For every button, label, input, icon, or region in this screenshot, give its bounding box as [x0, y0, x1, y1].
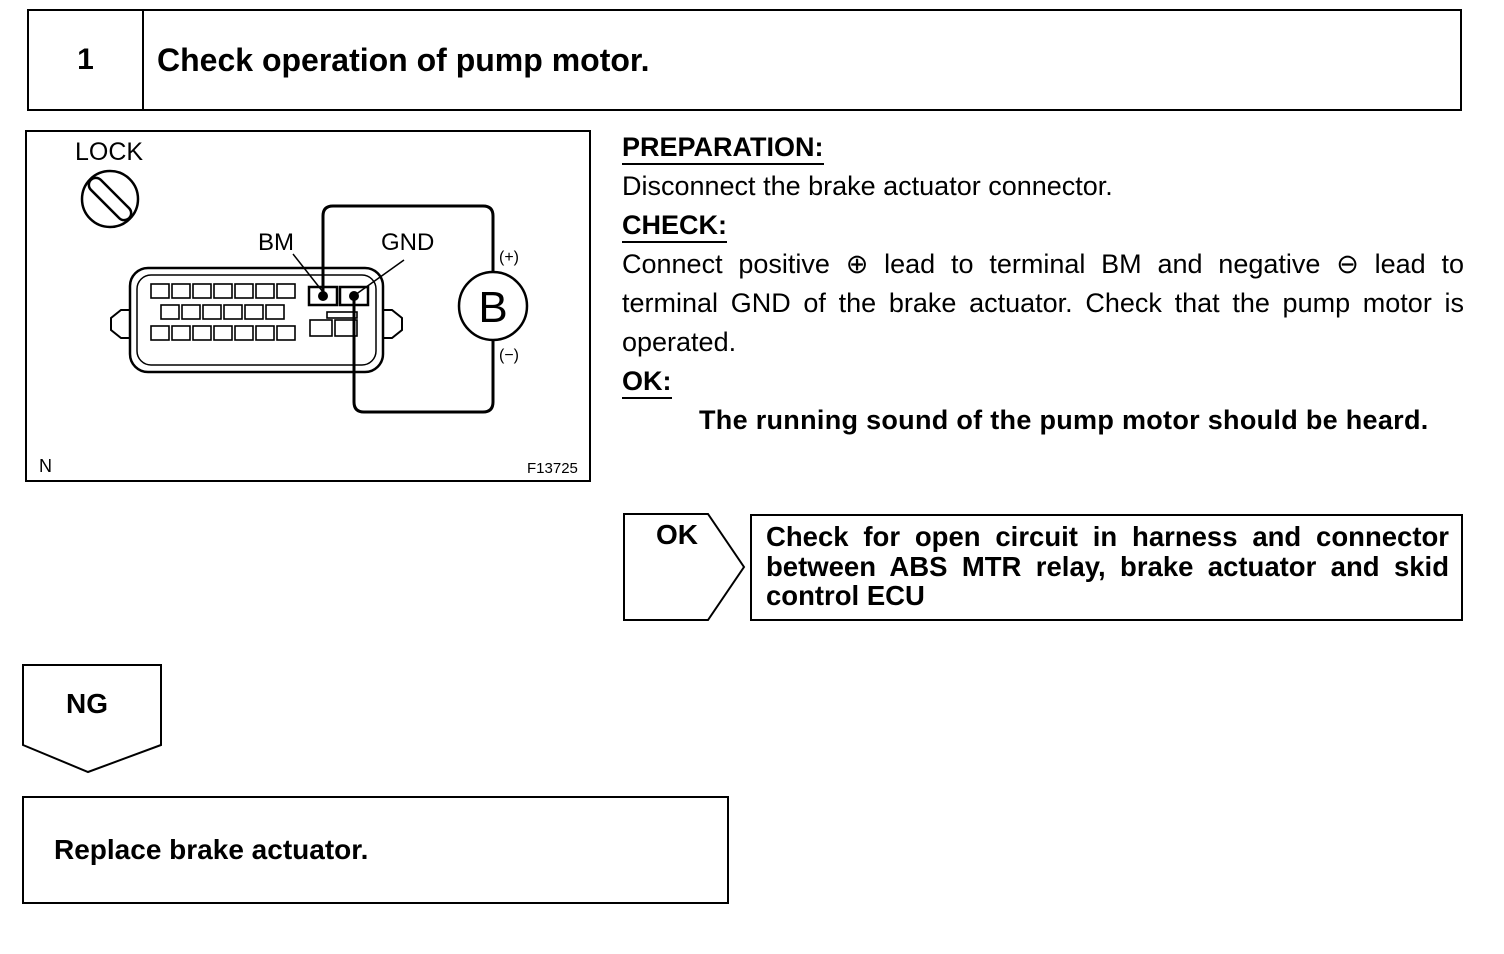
ng-result-box: Replace brake actuator. — [22, 796, 729, 904]
preparation-heading: PREPARATION: — [622, 131, 824, 165]
lock-label: LOCK — [75, 138, 143, 166]
step-header: 1 Check operation of pump motor. — [27, 9, 1462, 111]
battery-symbol: B — [457, 270, 529, 342]
battery-label: B — [478, 283, 507, 332]
ok-spec-heading: OK: — [622, 365, 672, 399]
procedure-text: PREPARATION: Disconnect the brake actuat… — [622, 128, 1464, 440]
wiring-diagram: LOCK BM GND — [25, 130, 591, 482]
ng-label: NG — [66, 688, 108, 719]
ok-spec-text: The running sound of the pump motor shou… — [699, 405, 1429, 435]
negative-mark: (−) — [499, 347, 519, 364]
connector-diagram-svg: LOCK BM GND — [39, 138, 578, 477]
check-text: Connect positive ⊕ lead to terminal BM a… — [622, 249, 1464, 357]
gnd-label: GND — [381, 229, 434, 256]
lock-icon — [80, 169, 140, 229]
bm-label: BM — [258, 229, 294, 256]
ok-result-box: Check for open circuit in harness and co… — [750, 514, 1463, 621]
figure-code: F13725 — [527, 460, 578, 477]
step-title: Check operation of pump motor. — [157, 41, 650, 78]
ok-arrow-icon — [623, 513, 746, 621]
preparation-text: Disconnect the brake actuator connector. — [622, 171, 1113, 201]
check-heading: CHECK: — [622, 209, 727, 243]
brake-actuator-connector — [110, 266, 403, 374]
step-number: 1 — [29, 11, 144, 109]
ng-arrow-icon — [22, 664, 162, 774]
ok-label: OK — [656, 519, 698, 550]
positive-mark: (+) — [499, 249, 519, 266]
corner-code: N — [39, 456, 52, 476]
